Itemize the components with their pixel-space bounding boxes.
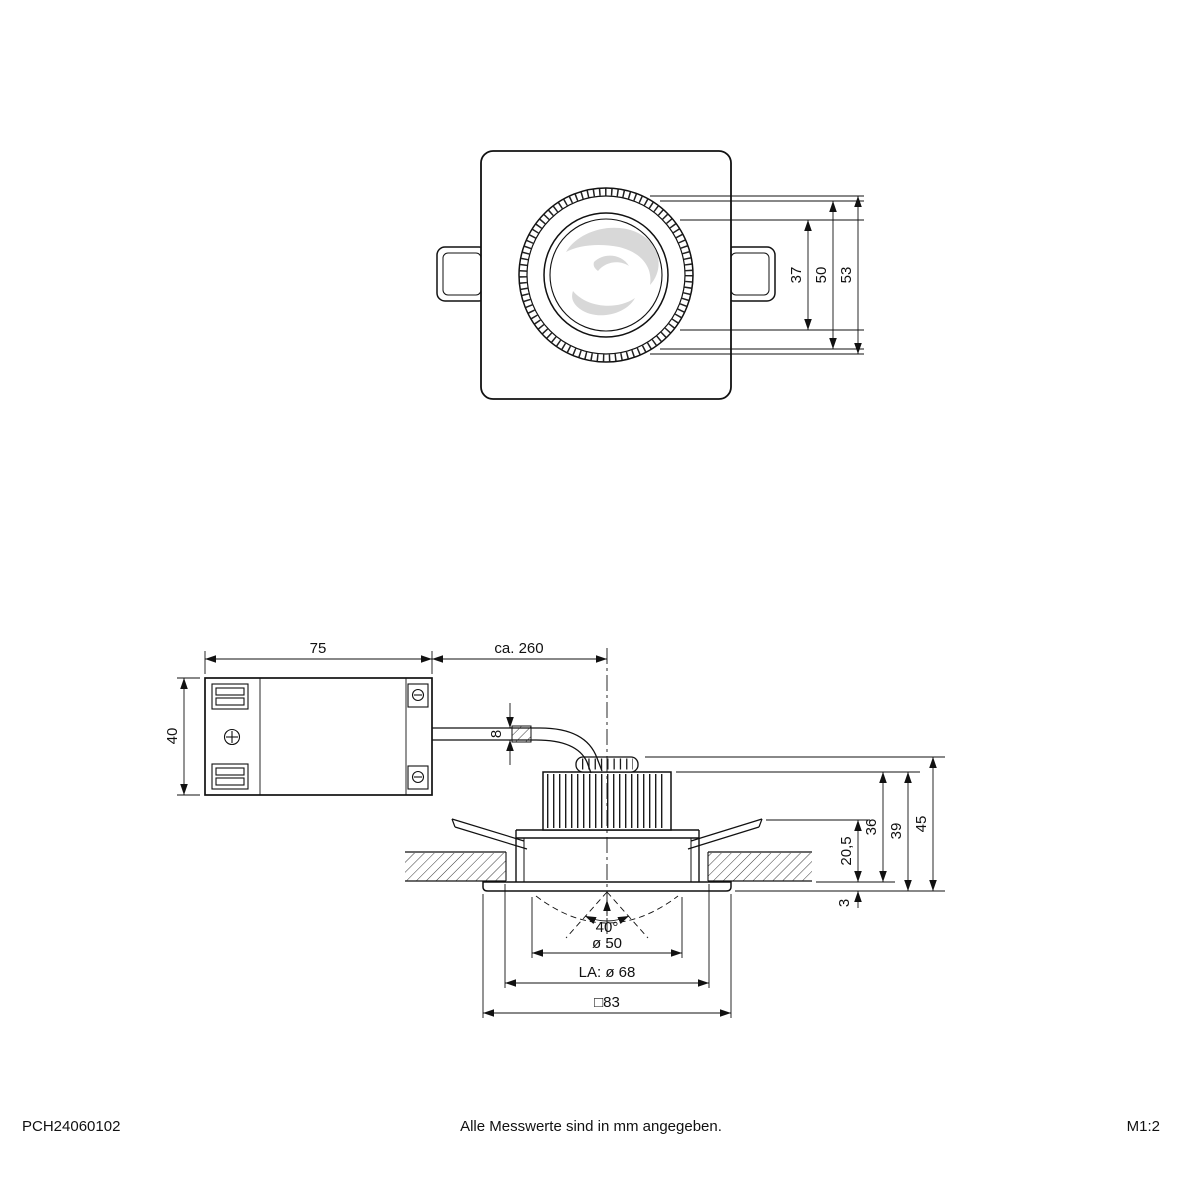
dimension-50: 50	[660, 200, 864, 350]
dim-40-label: 40	[164, 728, 181, 745]
cable-sleeve	[511, 725, 532, 743]
top-view: 37 50 53	[436, 150, 864, 400]
dim-8-label: 8	[488, 730, 505, 738]
recessed-can	[515, 829, 700, 882]
trim-ring-inner	[526, 195, 686, 355]
side-view: 75 ca. 260 40 8	[164, 640, 945, 1018]
dim-53-label: 53	[838, 267, 855, 284]
ceiling-section	[405, 851, 812, 882]
scale-label: M1:2	[1127, 1118, 1160, 1135]
cable	[432, 725, 603, 774]
bezel-inner-edge	[543, 212, 669, 338]
right-extension-lines	[645, 756, 945, 892]
measurement-note: Alle Messwerte sind in mm angegeben.	[460, 1118, 722, 1135]
terminal-left-bottom	[211, 763, 249, 790]
dimension-cable-length: ca. 260	[432, 640, 607, 663]
dim-75-label: 75	[310, 640, 327, 657]
dim-3-label: 3	[836, 899, 853, 907]
dimension-40: 40	[164, 677, 200, 796]
dimension-la68: LA: ø 68	[504, 884, 710, 988]
dim-angle-label: 40°	[596, 919, 619, 936]
knurled-ring	[519, 188, 693, 362]
footer: PCH24060102 Alle Messwerte sind in mm an…	[22, 1118, 1160, 1135]
dimension-8: 8	[488, 703, 514, 765]
dimension-75: 75	[204, 640, 433, 674]
glass-reflection	[566, 227, 659, 316]
trim-ring-outer	[518, 187, 694, 363]
terminal-right-bottom	[407, 765, 429, 790]
dim-la68-label: LA: ø 68	[579, 964, 636, 981]
dim-50-label: 50	[813, 267, 830, 284]
dim-square83-label: □83	[594, 994, 620, 1011]
part-number: PCH24060102	[22, 1118, 120, 1135]
beam-lines	[535, 891, 679, 939]
dim-20-5-label: 20,5	[838, 836, 855, 865]
dim-dia50-label: ø 50	[592, 935, 622, 952]
spring-clips	[451, 818, 763, 850]
dim-cable-label: ca. 260	[494, 640, 543, 657]
dimension-dia50: ø 50	[531, 897, 683, 958]
square-bezel	[480, 150, 732, 400]
dimension-45: 45	[913, 757, 937, 891]
dim-36-label: 36	[863, 819, 880, 836]
terminal-right-top	[407, 683, 429, 708]
dimension-39: 39	[888, 772, 912, 891]
glass-edge	[549, 218, 663, 332]
dim-45-label: 45	[913, 816, 930, 833]
dimension-3: 3	[836, 891, 862, 908]
dimension-angle: 40°	[584, 915, 630, 936]
dimension-53: 53	[650, 195, 864, 355]
terminal-left-top	[211, 683, 249, 710]
screw-icon	[223, 728, 241, 746]
driver-box	[204, 677, 433, 796]
dimension-20-5: 20,5	[838, 820, 862, 882]
dim-37-label: 37	[788, 267, 805, 284]
dim-39-label: 39	[888, 823, 905, 840]
dimension-36: 36	[863, 772, 887, 882]
heatsink	[542, 756, 672, 831]
dimension-square83: □83	[482, 894, 732, 1018]
